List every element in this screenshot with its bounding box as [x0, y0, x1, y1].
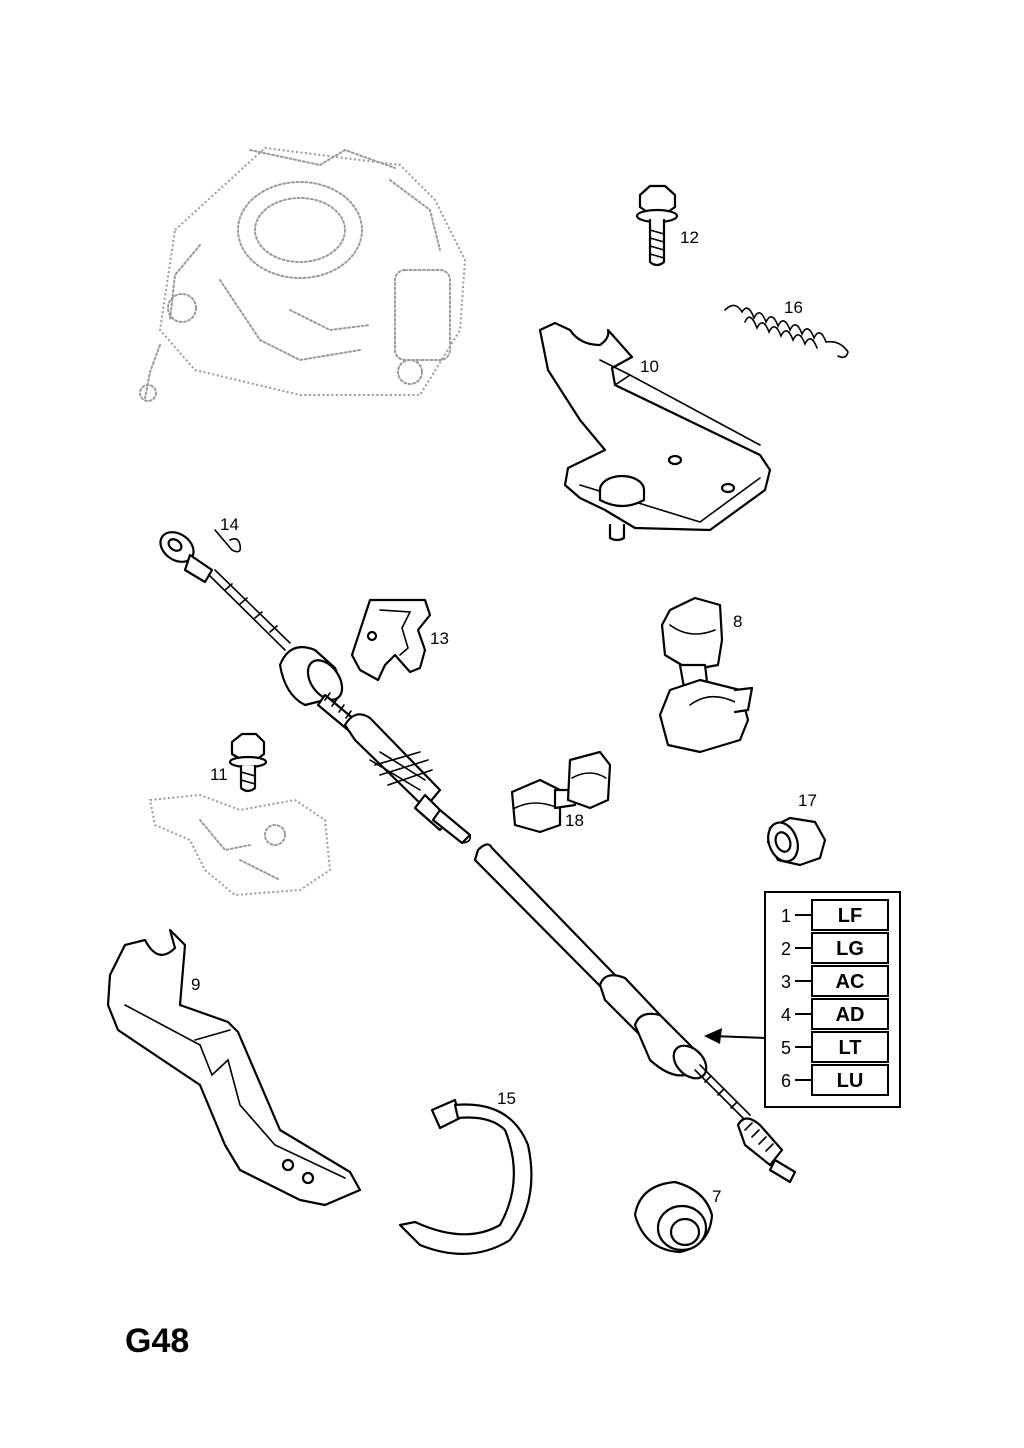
grommet-7 — [633, 1180, 714, 1254]
legend-number: 4 — [781, 1005, 791, 1025]
callout-15: 15 — [497, 1089, 516, 1108]
callout-8: 8 — [733, 612, 742, 631]
legend-number: 3 — [781, 972, 791, 992]
bracket-9 — [106, 928, 362, 1207]
clip-plate-13 — [350, 598, 432, 682]
callout-7: 7 — [712, 1187, 721, 1206]
throttle-cable — [159, 531, 797, 1184]
legend-number: 2 — [781, 939, 791, 959]
variant-legend: 1 LF 2 LG 3 AC 4 AD 5 LT 6 LU — [704, 891, 901, 1108]
bracket-10 — [538, 321, 772, 542]
clip-18 — [510, 750, 612, 834]
spring-16 — [724, 304, 849, 359]
bolt-11 — [228, 732, 268, 793]
pedal-bracket-ghost — [148, 793, 332, 897]
legend-code: LF — [838, 905, 862, 927]
legend-code-box — [811, 998, 889, 1030]
clip-8 — [658, 596, 754, 754]
page-code: G48 — [125, 1322, 189, 1360]
legend-code: AC — [836, 971, 865, 993]
legend-code: LT — [839, 1037, 862, 1059]
legend-code-box — [811, 899, 889, 931]
legend-code-box — [811, 1064, 889, 1096]
legend-code: LG — [836, 938, 864, 960]
callout-10: 10 — [640, 357, 659, 376]
legend-code-box — [811, 965, 889, 997]
legend-code-box — [811, 932, 889, 964]
bushing-17 — [766, 816, 827, 867]
callout-16: 16 — [784, 298, 803, 317]
callout-17: 17 — [798, 791, 817, 810]
callout-12: 12 — [680, 228, 699, 247]
legend-code: LU — [837, 1070, 864, 1092]
throttle-body-ghost — [139, 146, 467, 402]
clip-14 — [214, 529, 242, 553]
legend-code: AD — [836, 1004, 865, 1026]
callout-14: 14 — [220, 515, 239, 534]
callout-11: 11 — [210, 765, 228, 784]
legend-number: 6 — [781, 1071, 791, 1091]
callout-18: 18 — [565, 811, 584, 830]
strap-15 — [398, 1098, 533, 1255]
legend-number: 1 — [781, 906, 791, 926]
legend-code-box — [811, 1031, 889, 1063]
legend-number: 5 — [781, 1038, 791, 1058]
callout-13: 13 — [430, 629, 449, 648]
bolt-12 — [635, 184, 679, 267]
callout-9: 9 — [191, 975, 200, 994]
